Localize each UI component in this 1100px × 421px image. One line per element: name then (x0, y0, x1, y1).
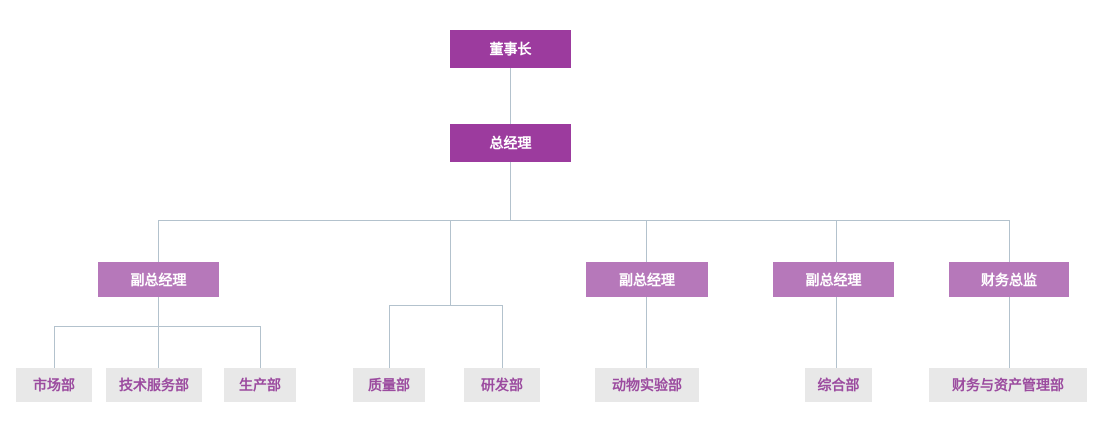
connector-main-distribution-line (158, 220, 1010, 221)
connector-vice-gm-1-stem (158, 297, 159, 368)
connector-finance-director-stem (1009, 297, 1010, 368)
connector-drop-vice-gm-1 (158, 220, 159, 262)
node-vice-gm-1: 副总经理 (98, 262, 219, 297)
connector-drop-marketing (54, 326, 55, 368)
node-dept-general-affairs: 综合部 (805, 368, 872, 402)
connector-chairman-gm (510, 68, 511, 124)
node-dept-tech-service: 技术服务部 (106, 368, 202, 402)
connector-hidden-node-split (389, 305, 502, 306)
node-chairman: 董事长 (450, 30, 571, 68)
node-general-manager: 总经理 (450, 124, 571, 162)
connector-gm-mainline (510, 162, 511, 220)
node-dept-finance-asset: 财务与资产管理部 (929, 368, 1087, 402)
connector-vice-gm-3-stem (836, 297, 837, 368)
connector-drop-vice-gm-2 (646, 220, 647, 262)
connector-drop-quality (389, 305, 390, 368)
node-vice-gm-2: 副总经理 (586, 262, 708, 297)
node-finance-director: 财务总监 (949, 262, 1069, 297)
connector-drop-finance-director (1009, 220, 1010, 262)
node-dept-quality: 质量部 (353, 368, 425, 402)
node-dept-rnd: 研发部 (464, 368, 540, 402)
node-dept-production: 生产部 (224, 368, 296, 402)
connector-vice-gm-1-split (54, 326, 260, 327)
node-dept-animal-lab: 动物实验部 (595, 368, 699, 402)
connector-drop-production (260, 326, 261, 368)
connector-drop-vice-gm-3 (836, 220, 837, 262)
node-dept-marketing: 市场部 (16, 368, 92, 402)
connector-drop-hidden-node (450, 220, 451, 305)
connector-drop-rnd (502, 305, 503, 368)
node-vice-gm-3: 副总经理 (773, 262, 894, 297)
connector-vice-gm-2-stem (646, 297, 647, 368)
